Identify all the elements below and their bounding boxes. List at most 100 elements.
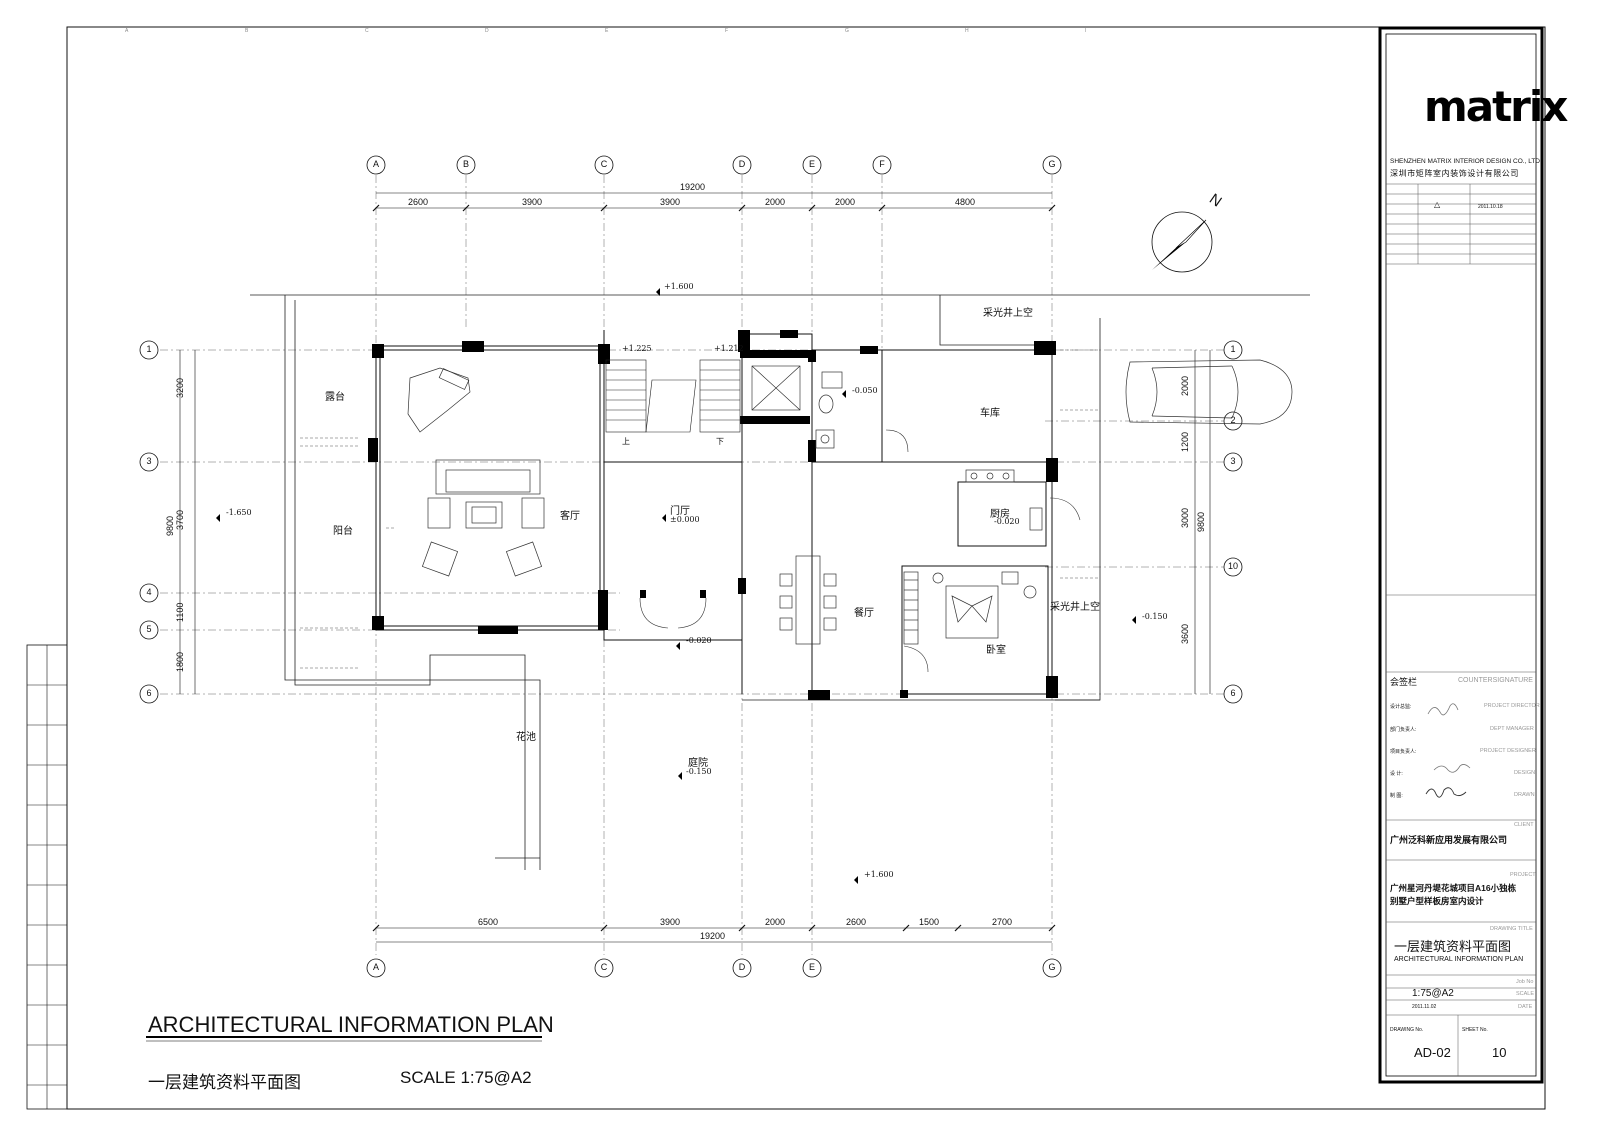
room-label: 车库	[980, 408, 1000, 419]
dimension-left: 3200	[175, 377, 185, 398]
title-block-drawing-cn: 一层建筑资料平面图	[1394, 940, 1512, 955]
room-label: 采光井上空	[1050, 602, 1100, 613]
svg-text:G: G	[845, 28, 849, 34]
company-name-en: SHENZHEN MATRIX INTERIOR DESIGN CO., LTD	[1390, 158, 1540, 165]
level-text: +1.225	[622, 344, 652, 353]
dimension-top: 2000	[765, 197, 786, 207]
role-en: PROJECT DESIGNER	[1480, 748, 1536, 754]
role-cn: 设计总监:	[1390, 704, 1412, 710]
role-en: DEPT MANAGER	[1490, 726, 1534, 732]
stair-up-label: 上	[622, 437, 630, 446]
sheet-border	[66, 26, 1546, 1110]
drawing-title-label: DRAWING TITLE	[1490, 926, 1533, 932]
dining-furniture	[779, 555, 837, 645]
dimension-top: 2000	[835, 197, 856, 207]
dimension-left: 3700	[175, 509, 185, 530]
drawing-no-label: DRAWING No.	[1390, 1027, 1424, 1033]
dimension-left: 1100	[175, 602, 185, 622]
job-no-label: Job No	[1516, 979, 1534, 985]
stair-down-label: 下	[716, 437, 724, 446]
role-cn: 制 图:	[1390, 793, 1403, 799]
level-text: ±0.000	[670, 515, 700, 524]
dimension-left: 1800	[175, 651, 185, 672]
scale-label: SCALE	[1516, 991, 1535, 997]
level-markers	[216, 288, 1136, 884]
room-label: 露台	[325, 392, 345, 403]
sheet-number: 10	[1492, 1045, 1507, 1060]
room-label: 厨房	[990, 509, 1010, 520]
dimension-right: 2000	[1180, 375, 1190, 396]
dimension-right: 1200	[1180, 431, 1190, 452]
level-text: -0.050	[852, 386, 878, 395]
axis-label-right: 2	[1230, 415, 1236, 425]
level-text: -0.020	[686, 636, 712, 645]
project-name-line-1: 广州星河丹堤花城项目A16小独栋	[1390, 883, 1517, 893]
dimension-ticks	[372, 204, 1056, 932]
north-arrow-icon	[1151, 211, 1213, 273]
title-block-rows	[1386, 183, 1536, 1076]
dimension-bottom: 6500	[478, 917, 499, 927]
role-cn: 部门负责人:	[1390, 727, 1417, 733]
revision-date: 2011.10.18	[1478, 204, 1503, 210]
site-outline	[250, 294, 1310, 870]
svg-text:F: F	[725, 28, 728, 34]
level-text: -0.150	[686, 767, 712, 776]
dimension-bottom: 2700	[992, 917, 1013, 927]
level-text: -0.150	[1142, 612, 1168, 621]
dimension-total-bottom: 19200	[700, 931, 726, 941]
room-label: 客厅	[560, 511, 580, 522]
axis-label-right: 6	[1230, 688, 1236, 698]
title-underline	[146, 1036, 542, 1042]
room-label: 庭院	[688, 758, 708, 769]
axis-label-left: 5	[146, 624, 152, 634]
countersign-cn: 会签栏	[1390, 678, 1418, 688]
axis-label-top: A	[372, 159, 379, 169]
axis-label-bottom: D	[738, 962, 746, 972]
room-label: 餐厅	[854, 608, 874, 619]
axis-label-top: F	[879, 159, 885, 169]
room-label: 花池	[516, 732, 536, 743]
svg-text:C: C	[365, 28, 369, 34]
living-furniture	[407, 367, 545, 577]
stair	[605, 359, 801, 433]
axis-label-left: 4	[146, 587, 152, 597]
axis-label-top: C	[600, 159, 608, 169]
title-block-frame	[1378, 26, 1544, 1084]
dimension-right: 3600	[1180, 623, 1190, 644]
axis-label-left: 3	[146, 456, 152, 466]
drawing-title-en: ARCHITECTURAL INFORMATION PLAN	[148, 1012, 554, 1037]
structural-columns	[368, 330, 1058, 700]
role-en: DRAWN	[1514, 792, 1535, 798]
dimension-lines	[179, 192, 1211, 943]
room-label: 卧室	[986, 645, 1006, 656]
axis-label-top: E	[808, 159, 815, 169]
issue-date: 2011.11.02	[1412, 1004, 1437, 1010]
window-markers	[300, 349, 1100, 669]
axis-bubbles	[139, 155, 1243, 978]
company-name-cn: 深圳市矩阵室内装饰设计有限公司	[1390, 169, 1519, 178]
dimension-bottom: 2000	[765, 917, 786, 927]
drawing-number: AD-02	[1414, 1045, 1451, 1060]
countersign-en: COUNTERSIGNATURE	[1458, 677, 1533, 684]
other-furniture	[815, 359, 1293, 645]
dimension-bottom: 1500	[919, 917, 940, 927]
role-en: PROJECT DIRECTOR	[1484, 703, 1540, 709]
project-label: PROJECT	[1510, 872, 1536, 878]
axis-label-bottom: C	[600, 962, 608, 972]
svg-text:H: H	[965, 28, 969, 34]
axis-label-top: G	[1048, 159, 1056, 169]
axis-label-top: B	[462, 159, 469, 169]
axis-label-top: D	[738, 159, 746, 169]
doors	[639, 429, 1081, 673]
svg-text:D: D	[485, 28, 489, 34]
axis-label-right: 10	[1227, 561, 1238, 571]
room-label: 采光井上空	[983, 308, 1033, 319]
dimension-total-top: 19200	[680, 182, 706, 192]
dimension-bottom: 2600	[846, 917, 867, 927]
room-label: 阳台	[333, 526, 353, 537]
side-strip-lines	[27, 645, 67, 1109]
dimension-bottom: 3900	[660, 917, 681, 927]
dimension-top: 4800	[955, 197, 976, 207]
level-text: -1.650	[226, 508, 252, 517]
